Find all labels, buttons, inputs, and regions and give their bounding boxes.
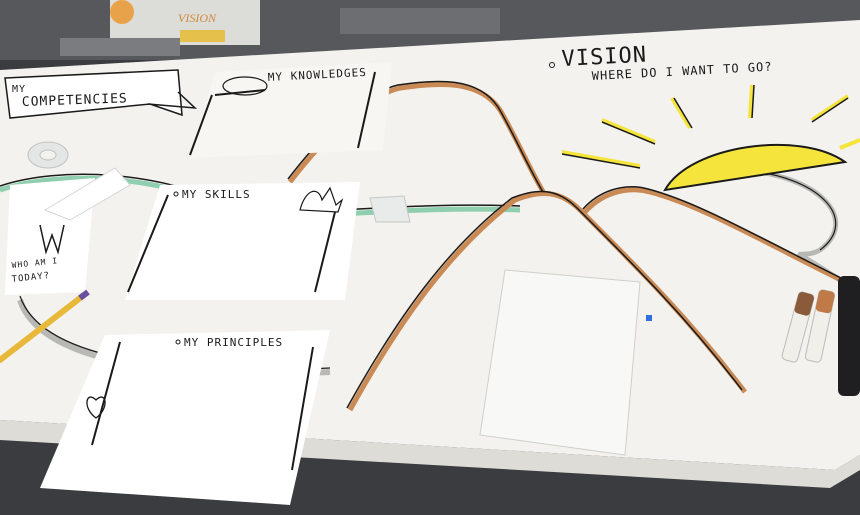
tape-roll-core xyxy=(39,149,57,161)
skills-bullet xyxy=(173,191,179,197)
orange-toy xyxy=(110,0,134,24)
blue-marker-dot xyxy=(646,315,652,321)
principles-label: MY PRINCIPLES xyxy=(184,336,283,349)
pencil-eraser xyxy=(78,289,90,301)
skills-label: MY SKILLS xyxy=(182,188,251,201)
competencies-banner xyxy=(4,69,183,119)
knowledges-frame xyxy=(189,71,376,156)
who-line2: TODAY? xyxy=(11,271,50,285)
knowledges-sheet xyxy=(190,62,392,158)
skills-frame xyxy=(127,194,336,293)
brain-icon xyxy=(222,76,268,96)
markers xyxy=(781,276,860,396)
principles-bullet xyxy=(175,339,181,345)
tape-piece xyxy=(369,195,411,223)
binder-clip xyxy=(60,38,180,56)
tracing-paper xyxy=(479,269,641,456)
banner-tail xyxy=(147,91,198,109)
back-note-text: VISION xyxy=(178,11,217,25)
principles-frame xyxy=(91,341,314,471)
sun-rays xyxy=(561,84,860,169)
clip-bar xyxy=(340,8,500,34)
hand-icon xyxy=(299,186,344,213)
knowledges-label: MY KNOWLEDGES xyxy=(267,66,367,84)
banner-line2: COMPETENCIES xyxy=(22,91,128,110)
black-marker xyxy=(838,276,860,396)
sun xyxy=(663,144,848,192)
banner-line1: MY xyxy=(12,84,26,95)
principles-sheet xyxy=(40,330,330,505)
vision-title: VISION xyxy=(561,43,648,72)
person-icon xyxy=(39,224,65,255)
sticky-note-pad xyxy=(180,30,225,42)
pencil xyxy=(0,292,87,363)
vision-bullet xyxy=(549,62,555,68)
paper-scrap xyxy=(43,167,131,221)
heart-icon xyxy=(86,396,106,419)
skills-sheet xyxy=(125,182,360,300)
